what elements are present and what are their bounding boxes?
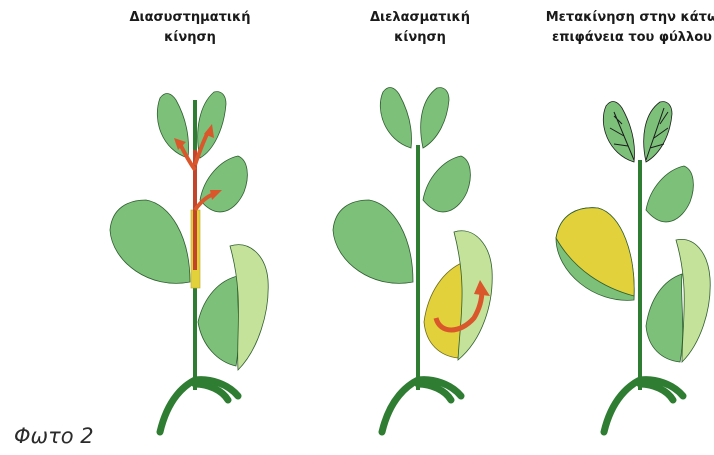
plant-1 bbox=[110, 92, 268, 432]
plant-1-mid-leaf bbox=[200, 156, 247, 212]
plant-3-roots bbox=[604, 380, 683, 432]
plant-1-lower-leaf-back bbox=[198, 276, 239, 366]
plant-2-top-right-leaf bbox=[421, 88, 449, 148]
plant-3 bbox=[556, 102, 710, 432]
photo-caption: Φωτο 2 bbox=[14, 424, 94, 448]
plant-1-big-left-leaf bbox=[110, 200, 190, 283]
plant-3-top-left-leaf bbox=[603, 102, 634, 162]
plant-2-big-left-leaf bbox=[333, 200, 413, 283]
plant-3-mid-leaf bbox=[646, 166, 693, 222]
plant-2-lower-leaf-yellow bbox=[424, 262, 464, 358]
plant-2 bbox=[333, 88, 492, 432]
plant-2-roots bbox=[382, 380, 461, 432]
plant-3-lower-leaf-back bbox=[646, 274, 683, 362]
plant-1-roots bbox=[160, 380, 238, 432]
plant-2-top-left-leaf bbox=[380, 88, 411, 148]
plant-2-mid-leaf bbox=[423, 156, 470, 212]
